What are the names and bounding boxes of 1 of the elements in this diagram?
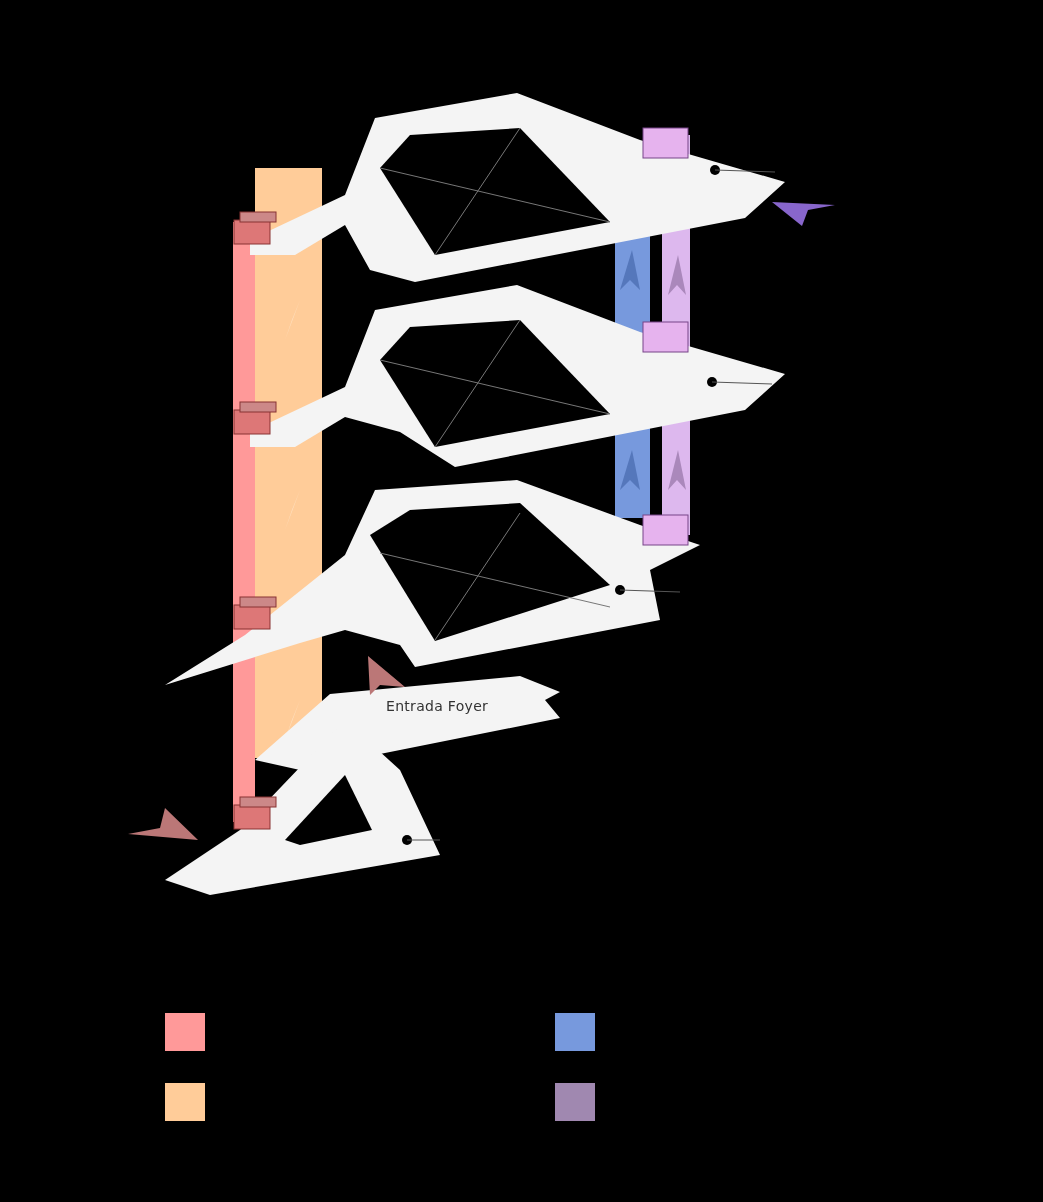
entrance-label: Entrada Foyer [386, 698, 489, 714]
